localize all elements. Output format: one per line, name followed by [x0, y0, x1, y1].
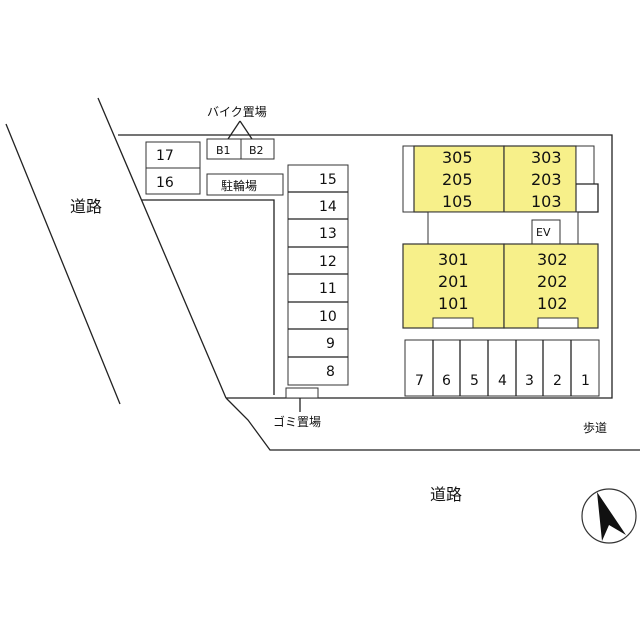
road-left-inner-edge: [97, 97, 227, 399]
unit-302: 302: [537, 250, 568, 269]
sidewalk-label: 歩道: [583, 420, 607, 435]
bike-space-b2: [240, 138, 275, 160]
road-bottom-label: 道路: [430, 485, 462, 504]
parking-label-5: 5: [470, 373, 479, 389]
unit-105: 105: [442, 192, 473, 211]
parking-space-16: [145, 167, 201, 195]
parking-label-11: 11: [319, 281, 337, 297]
bike-pointer-b2: [239, 120, 253, 140]
bicycle-parking-label: 駐輪場: [221, 178, 257, 193]
elevator-label: EV: [536, 226, 551, 239]
unit-103: 103: [531, 192, 562, 211]
parking-label-3: 3: [525, 373, 534, 389]
building-balcony-east: [575, 145, 595, 185]
parking-label-1: 1: [581, 373, 590, 389]
parking-label-12: 12: [319, 254, 337, 270]
north-arrow-icon: [581, 488, 637, 544]
road-left-outer-edge: [5, 123, 121, 405]
parking-label-13: 13: [319, 226, 337, 242]
building-balcony-west: [402, 145, 415, 213]
garbage-label: ゴミ置場: [273, 414, 321, 429]
unit-205: 205: [442, 170, 473, 189]
building: EV 305 205 105 303 203 103 301 201 101 3…: [402, 145, 599, 329]
unit-block-302-202-102: [503, 243, 599, 329]
bike-parking-label: バイク置場: [207, 105, 267, 119]
parking-row-frame: [404, 339, 600, 397]
unit-305: 305: [442, 148, 473, 167]
unit-201: 201: [438, 272, 469, 291]
entrance-se: [537, 317, 579, 329]
parking-label-7: 7: [415, 373, 424, 389]
bicycle-parking: [206, 173, 284, 196]
bike-space-b2-label: B2: [249, 144, 264, 157]
bike-space-b1-label: B1: [216, 144, 231, 157]
parking-row: 7 6 5 4 3 2 1: [404, 339, 600, 397]
road-left-label: 道路: [70, 197, 102, 216]
unit-303: 303: [531, 148, 562, 167]
unit-301: 301: [438, 250, 469, 269]
unit-203: 203: [531, 170, 562, 189]
parking-label-8: 8: [326, 364, 335, 380]
parking-label-15: 15: [319, 172, 337, 188]
unit-202: 202: [537, 272, 568, 291]
parking-label-14: 14: [319, 199, 337, 215]
parking-label-10: 10: [319, 309, 337, 325]
road-bottom-edge: [225, 397, 640, 451]
bicycle-area-boundary: [142, 199, 275, 395]
parking-space-17: [145, 141, 201, 169]
lot-boundary: [118, 134, 613, 399]
parking-column: 15 14 13 12 11 10 9 8: [287, 164, 349, 386]
parking-label-2: 2: [553, 373, 562, 389]
parking-column-frame: [287, 164, 349, 386]
unit-101: 101: [438, 294, 469, 313]
unit-block-305-205-105: [413, 145, 505, 213]
parking-label-6: 6: [442, 373, 451, 389]
parking-label-9: 9: [326, 336, 335, 352]
entrance-sw: [432, 317, 474, 329]
bike-pointer-b1: [227, 120, 241, 140]
parking-label-16: 16: [156, 175, 174, 191]
parking-label-17: 17: [156, 148, 174, 164]
building-east-wall: [576, 183, 599, 213]
garbage-area: [285, 387, 319, 399]
parking-label-4: 4: [498, 373, 507, 389]
unit-102: 102: [537, 294, 568, 313]
